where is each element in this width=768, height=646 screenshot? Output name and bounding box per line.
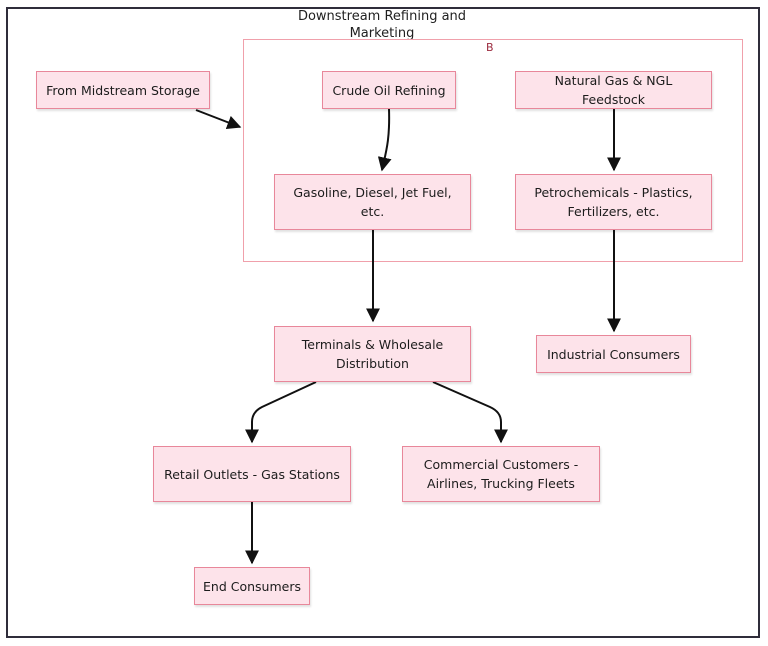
subgraph-b bbox=[243, 39, 743, 262]
subgraph-b-label: B bbox=[486, 41, 494, 54]
node-petrochemicals: Petrochemicals - Plastics, Fertilizers, … bbox=[515, 174, 712, 230]
node-retail-outlets: Retail Outlets - Gas Stations bbox=[153, 446, 351, 502]
node-terminals-wholesale: Terminals & Wholesale Distribution bbox=[274, 326, 471, 382]
node-natural-gas-ngl-feedstock: Natural Gas & NGL Feedstock bbox=[515, 71, 712, 109]
edge-terminals-to-commercial bbox=[432, 381, 508, 444]
node-crude-oil-refining: Crude Oil Refining bbox=[322, 71, 456, 109]
edge-crude-to-fuels bbox=[377, 108, 392, 172]
diagram-frame bbox=[6, 7, 760, 638]
node-industrial-consumers: Industrial Consumers bbox=[536, 335, 691, 373]
node-end-consumers: End Consumers bbox=[194, 567, 310, 605]
edge-midstream-to-group bbox=[195, 109, 242, 129]
node-commercial-customers: Commercial Customers - Airlines, Truckin… bbox=[402, 446, 600, 502]
node-gasoline-diesel-jet-fuel: Gasoline, Diesel, Jet Fuel, etc. bbox=[274, 174, 471, 230]
node-from-midstream-storage: From Midstream Storage bbox=[36, 71, 210, 109]
edge-terminals-to-retail bbox=[245, 381, 317, 444]
outer-subgraph-title: Downstream Refining and Marketing bbox=[297, 9, 467, 41]
